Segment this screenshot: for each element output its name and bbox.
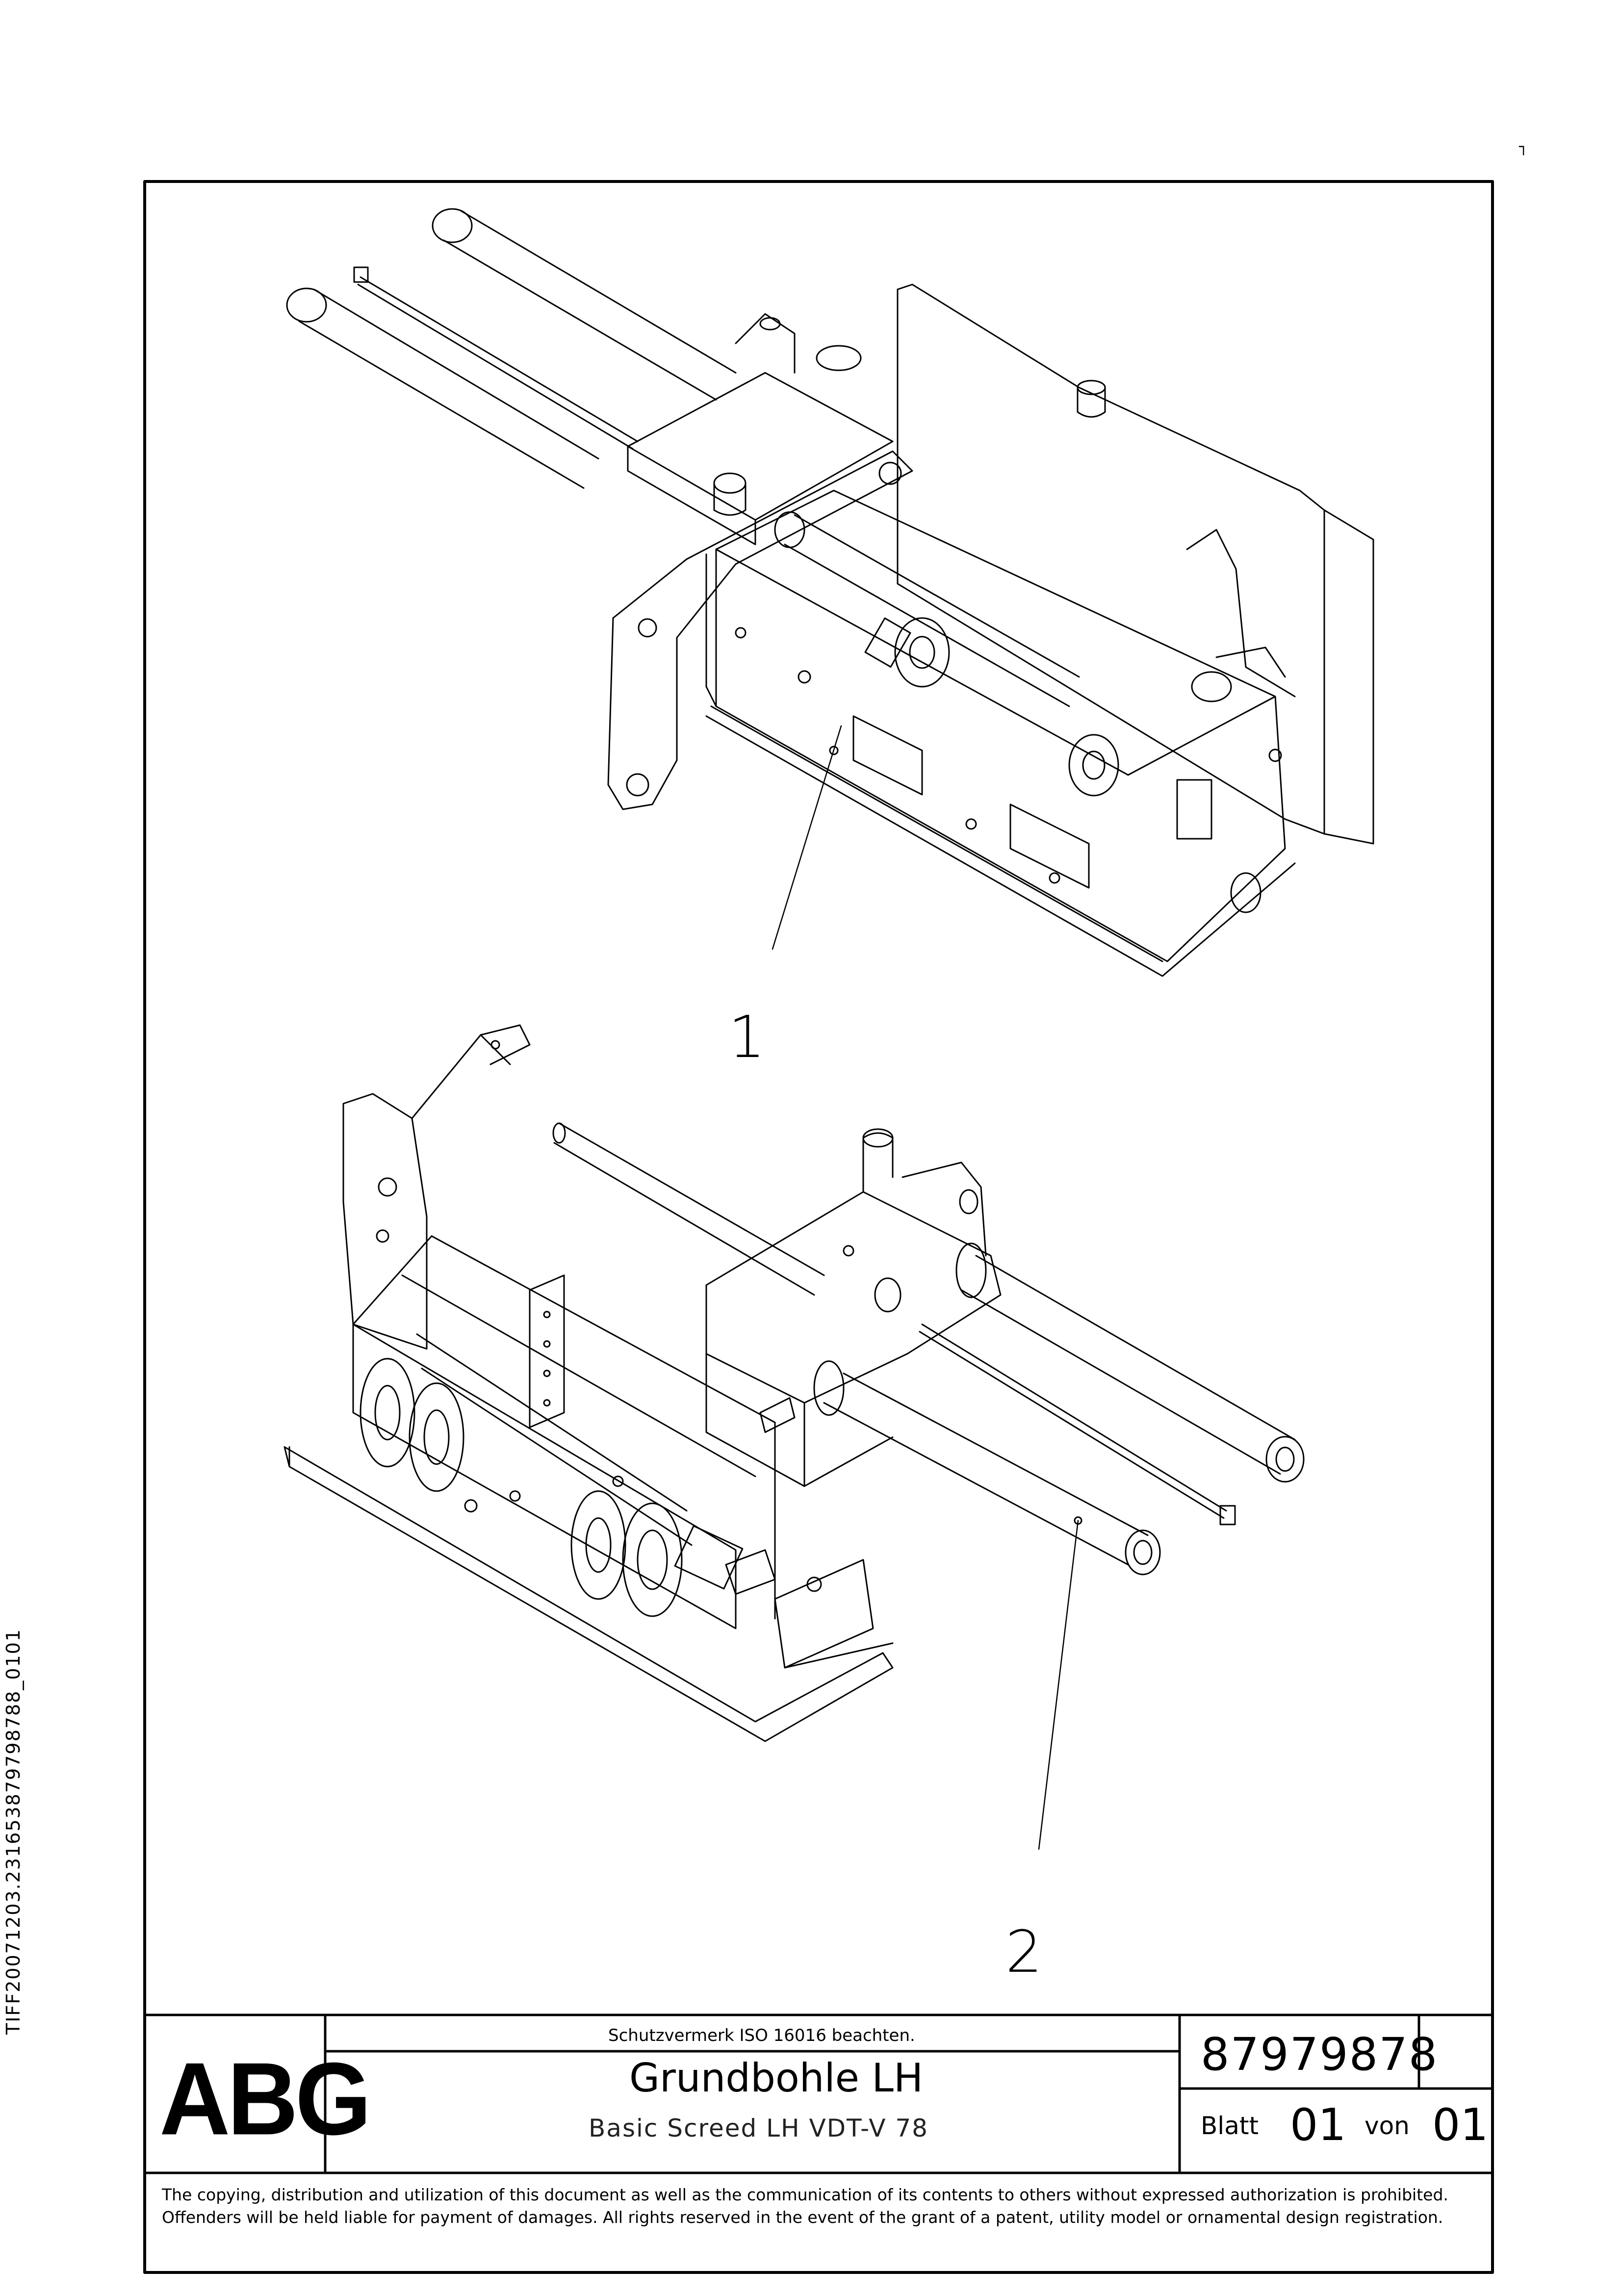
sheet-number: 01 — [1290, 2099, 1346, 2151]
sheet-label: Blatt — [1201, 2112, 1259, 2140]
sheet-border — [143, 180, 1494, 2274]
document-number: 87979878 — [1201, 2028, 1439, 2081]
legal-notice: The copying, distribution and utilizatio… — [162, 2185, 1448, 2227]
title-german: Grundbohle LH — [629, 2055, 924, 2101]
abg-logo: ABG — [159, 2041, 371, 2157]
assembly-1-illustration — [286, 208, 1374, 977]
of-label: von — [1365, 2112, 1410, 2140]
sheet-total: 01 — [1432, 2099, 1489, 2151]
title-english: Basic Screed LH VDT-V 78 — [589, 2114, 928, 2142]
protection-note: Schutzvermerk ISO 16016 beachten. — [608, 2026, 915, 2045]
callout-2: 2 — [1005, 1918, 1043, 1986]
callout-1: 1 — [728, 1003, 766, 1071]
corner-mark-icon: ┐ — [1519, 138, 1528, 155]
side-file-id: TIFF20071203.231653879798788_0101 — [2, 1628, 24, 2035]
assembly-2-illustration — [283, 1024, 1305, 1850]
title-block-lines — [143, 2013, 1494, 2174]
